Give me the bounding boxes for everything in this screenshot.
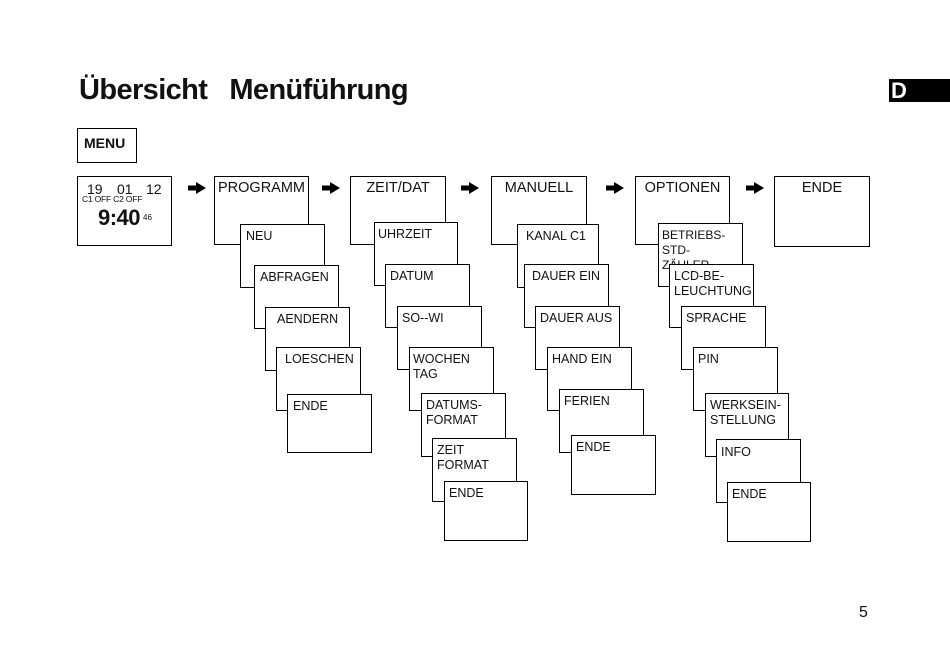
page-number: 5 <box>859 604 868 621</box>
menu-item-ende: ENDE <box>727 482 811 542</box>
lcd-day: 19 <box>87 181 103 197</box>
menu-item-ende: ENDE <box>287 394 372 453</box>
language-tab: D <box>889 79 950 102</box>
title-part-menu: Menüführung <box>229 74 408 106</box>
lcd-channel-status: C1 OFF C2 OFF <box>82 194 143 204</box>
lcd-month: 01 <box>117 181 133 197</box>
lcd-year: 12 <box>146 181 162 197</box>
menu-item-ende: ENDE <box>571 435 656 495</box>
arrow-right-icon <box>746 182 764 194</box>
menu-key: MENU <box>77 128 137 163</box>
menu-header-ende: ENDE <box>774 176 870 247</box>
lcd-seconds: 46 <box>143 213 152 222</box>
lcd-display: 19 01 12 C1 OFF C2 OFF 9:40 46 <box>77 176 172 246</box>
arrow-right-icon <box>606 182 624 194</box>
arrow-right-icon <box>322 182 340 194</box>
arrow-right-icon <box>461 182 479 194</box>
lcd-time: 9:40 <box>98 205 141 230</box>
page-title: Übersicht Menüführung <box>79 74 409 107</box>
arrow-right-icon <box>188 182 206 194</box>
title-part-overview: Übersicht <box>79 74 208 106</box>
menu-item-ende: ENDE <box>444 481 528 541</box>
